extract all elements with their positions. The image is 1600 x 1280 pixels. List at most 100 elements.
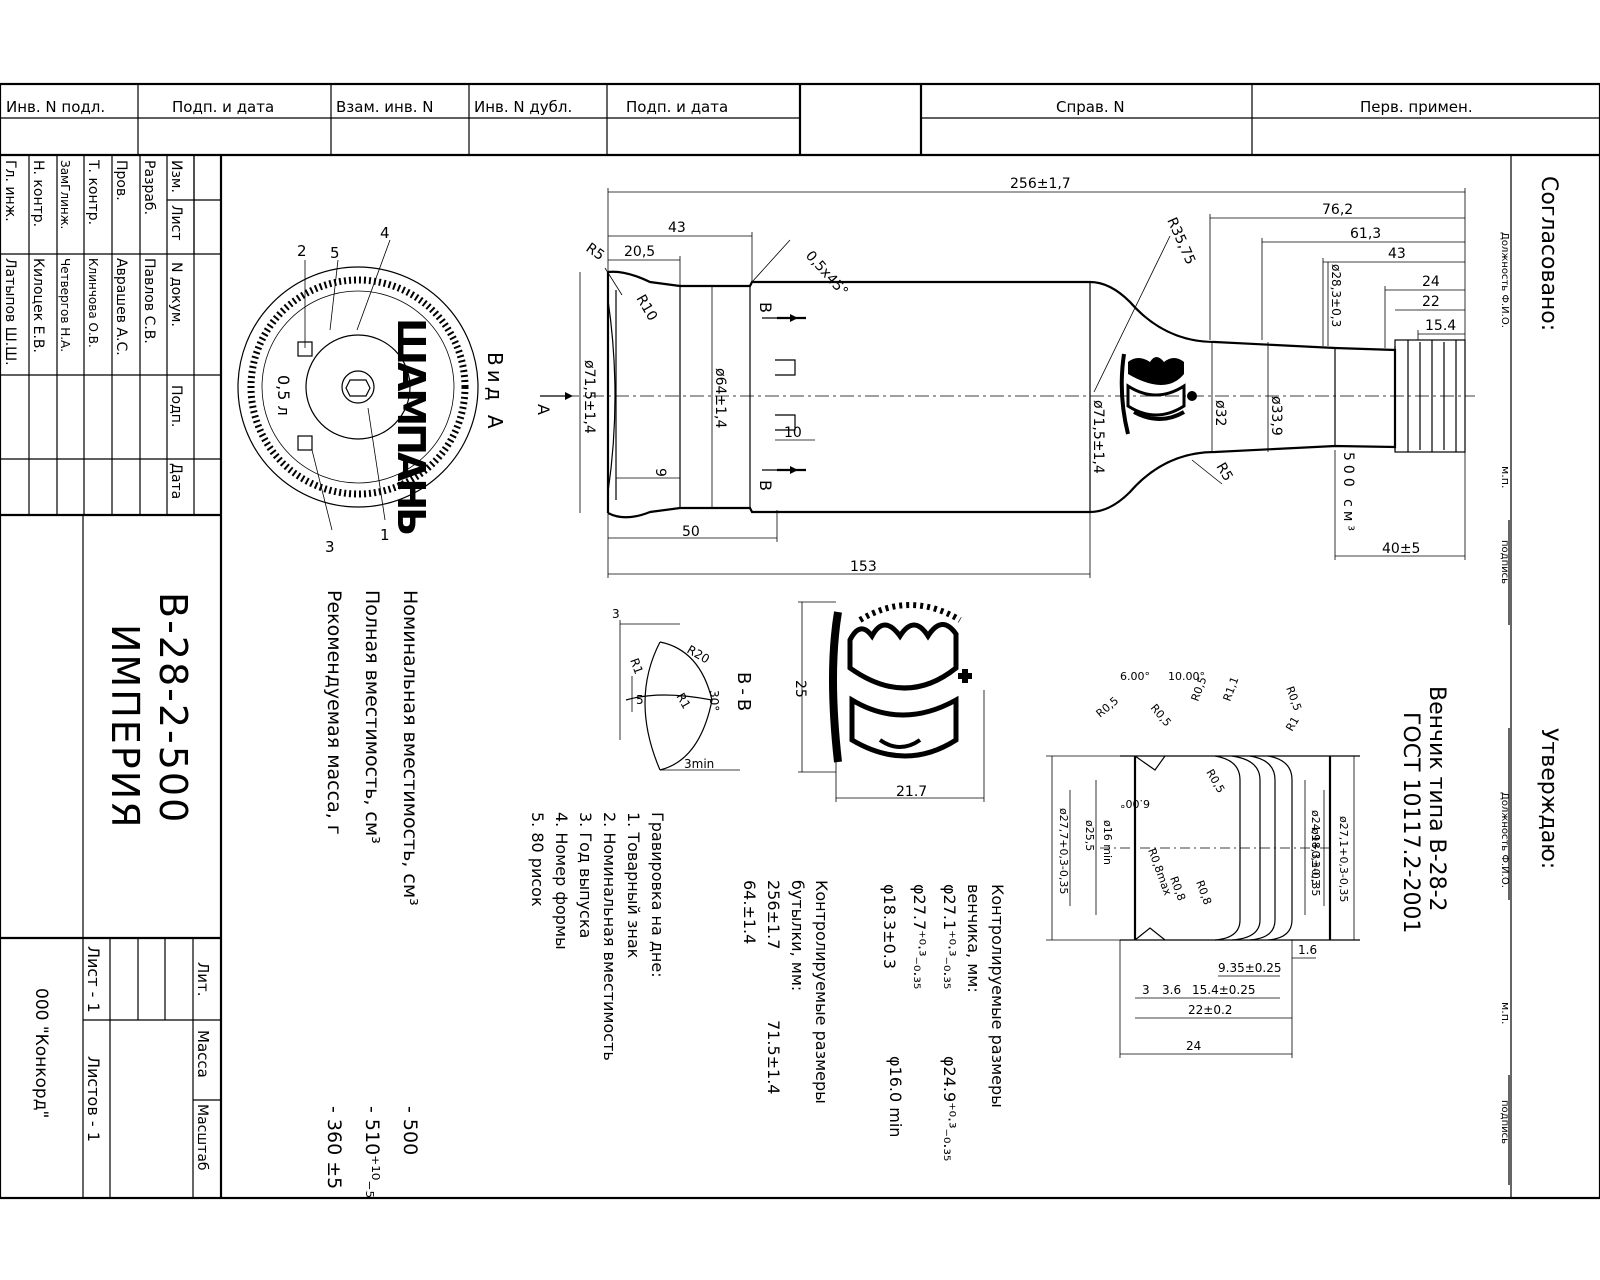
neck-r05-b: R0,5 bbox=[1148, 702, 1174, 730]
header-sprav: Справ. N bbox=[1056, 98, 1125, 116]
role-glinzh: Гл. инж. bbox=[2, 160, 18, 222]
control-neck-v4: φ16.0 min bbox=[886, 1056, 905, 1137]
neck-r05-a: R0,5 bbox=[1094, 694, 1122, 720]
role-zamglinzh: ЗамГлинж. bbox=[58, 160, 72, 229]
spec-full-value: - 510⁺¹⁰₋₅ bbox=[361, 1106, 383, 1198]
spec-nominal-label: Номинальная вместимость, см³ bbox=[399, 590, 421, 906]
bb-dim-r20: R20 bbox=[685, 642, 712, 666]
podpis-2: подпись bbox=[1499, 1100, 1510, 1144]
neck-r08-b: R0,8 bbox=[1193, 879, 1214, 907]
engraving-item-3: 3. Год выпуска bbox=[576, 812, 595, 938]
callout-5: 5 bbox=[330, 244, 340, 262]
neck-dim-3-6: 3.6 bbox=[1162, 983, 1181, 997]
title-sheets: Листов - 1 bbox=[84, 1056, 103, 1142]
dim-76-2: 76,2 bbox=[1322, 202, 1353, 218]
neck-d25-5: ø25,5 bbox=[1083, 820, 1096, 851]
dim-r5-right: R5 bbox=[1213, 460, 1236, 484]
bottle-profile bbox=[540, 270, 1475, 519]
dim-r5-top: R5 bbox=[583, 240, 607, 264]
control-bottle-v1: 256±1.7 bbox=[764, 880, 783, 949]
control-neck-v2: φ24.9⁺⁰·³₋₀.₃₅ bbox=[940, 1056, 959, 1161]
neck-angle-6b: 6.00° bbox=[1120, 797, 1150, 810]
dim-d32: ø32 bbox=[1212, 400, 1228, 426]
section-bb-detail: 3 R20 R1 R1 5 30° 3min В-В bbox=[612, 607, 754, 771]
dim-256: 256±1,7 bbox=[1010, 176, 1071, 192]
neck-title-1: Венчик типа В-28-2 bbox=[1424, 686, 1449, 912]
neck-angle-6: 6.00° bbox=[1120, 670, 1150, 683]
bottom-brand: ШАМПАНЬ bbox=[389, 318, 433, 534]
engraving-item-4: 4. Номер формы bbox=[552, 812, 571, 950]
main-dimensions: 256±1,7 76,2 61,3 43 24 22 15.4 43 20,5 … bbox=[579, 176, 1466, 578]
engraving-item-1: 1. Товарный знак bbox=[624, 812, 643, 959]
bb-dim-3: 3 bbox=[612, 607, 620, 621]
role-tkontr: Т. контр. bbox=[85, 159, 101, 225]
neck-r05-e: R0,5 bbox=[1203, 767, 1227, 795]
dim-r35-75: R35,75 bbox=[1163, 215, 1198, 267]
neck-angle-10: 10.00° bbox=[1168, 670, 1205, 683]
crown-emblem-small bbox=[1119, 353, 1197, 435]
section-b-bottom: В bbox=[756, 480, 775, 491]
dolzhnost-2: Должность Ф.И.О. bbox=[1499, 792, 1510, 888]
dim-d71-5-mid: ø71,5±1,4 bbox=[1090, 400, 1106, 474]
bb-dim-3min: 3min bbox=[684, 757, 714, 771]
dim-50: 50 bbox=[682, 524, 700, 540]
spec-mass-value: - 360 ±5 bbox=[323, 1106, 345, 1189]
name-pavlov: Павлов С.В. bbox=[141, 258, 157, 344]
neck-d24-9: ø24,9+0,3-0,35 bbox=[1309, 810, 1322, 896]
neck-dim-15-4: 15.4±0.25 bbox=[1192, 983, 1256, 997]
engraving-item-5: 5. 80 рисок bbox=[528, 812, 547, 907]
neck-dim-9-35: 9.35±0.25 bbox=[1218, 961, 1282, 975]
callout-4: 4 bbox=[380, 224, 390, 242]
control-bottle-column: Контролируемые размеры бутылки, мм: 256±… bbox=[740, 880, 831, 1104]
control-bottle-v3: 64.±1.4 bbox=[740, 880, 759, 944]
dim-d71-5-left: ø71,5±1,4 bbox=[581, 360, 597, 434]
control-bottle-v2: 71.5±1.4 bbox=[764, 1020, 783, 1094]
dim-43-left: 43 bbox=[668, 220, 686, 236]
section-bb-markers: В В А bbox=[534, 302, 806, 491]
name-latypov: Латыпов Ш.Ш. bbox=[2, 258, 18, 366]
dim-20-5: 20,5 bbox=[624, 244, 655, 260]
dim-d28-3: ø28,3±0,3 bbox=[1329, 264, 1343, 327]
dolzhnost-1: Должность Ф.И.О. bbox=[1499, 232, 1510, 328]
top-header: Инв. N подл. Подп. и дата Взам. инв. N И… bbox=[0, 84, 1600, 155]
right-column: Согласовано: Должность Ф.И.О. м.п. подпи… bbox=[1499, 155, 1561, 1198]
spec-nominal-value: - 500 bbox=[399, 1106, 421, 1155]
volume-box-2 bbox=[297, 435, 313, 451]
neck-r1: R1 bbox=[1283, 714, 1302, 733]
callout-3: 3 bbox=[325, 538, 335, 556]
title-name: ИМПЕРИЯ bbox=[103, 624, 147, 830]
bb-dim-r1-b: R1 bbox=[673, 691, 693, 712]
dim-40: 40±5 bbox=[1382, 541, 1420, 557]
neck-dim-22: 22±0.2 bbox=[1188, 1003, 1232, 1017]
name-kilocek: Килоцек Е.В. bbox=[30, 258, 46, 353]
left-stamp-block: Изм. Лист N докум. Подп. Дата Разраб. Пр… bbox=[0, 155, 223, 1198]
control-bottle-title: Контролируемые размеры bbox=[812, 880, 831, 1104]
neck-dim-24: 24 bbox=[1186, 1039, 1201, 1053]
name-avrashev: Аврашев А.С. bbox=[113, 258, 129, 356]
control-bottle-title2: бутылки, мм: bbox=[788, 880, 807, 991]
spec-column: Номинальная вместимость, см³ - 500 Полна… bbox=[323, 590, 421, 1198]
dim-d64: ø64±1,4 bbox=[712, 368, 728, 428]
dim-d33-9: ø33,9 bbox=[1268, 396, 1284, 436]
podpis-1: подпись bbox=[1499, 540, 1510, 584]
view-a-arrow-label: А bbox=[534, 404, 553, 415]
role-razrab: Разраб. bbox=[141, 160, 157, 215]
neck-finish-detail: 6.00° 10.00° R0,5 R0,5 R0,5 R1,1 R0,5 R1… bbox=[1046, 670, 1360, 1058]
bb-dim-30: 30° bbox=[707, 690, 721, 711]
header-inv-dubl: Инв. N дубл. bbox=[474, 98, 572, 116]
stamp-col-ndokum: N докум. bbox=[168, 262, 184, 327]
vid-a-label: Вид А bbox=[483, 352, 507, 433]
engraving-item-2: 2. Номинальная вместимость bbox=[600, 812, 619, 1061]
role-nkontr: Н. контр. bbox=[30, 160, 46, 227]
neck-r11: R1,1 bbox=[1221, 675, 1242, 703]
neck-d27-7: ø27,7+0,3-0,35 bbox=[1057, 808, 1070, 894]
section-b-top: В bbox=[756, 302, 775, 313]
control-neck-v5: φ18.3±0.3 bbox=[880, 884, 899, 969]
stamp-col-list: Лист bbox=[168, 205, 184, 240]
crown-dim-25: 25 bbox=[792, 680, 808, 698]
title-lit: Лит. bbox=[194, 962, 212, 997]
control-neck-title: Контролируемые размеры bbox=[988, 884, 1007, 1108]
title-designation: В-28-2-500 bbox=[151, 592, 195, 824]
sheet-frame bbox=[0, 82, 1600, 1200]
